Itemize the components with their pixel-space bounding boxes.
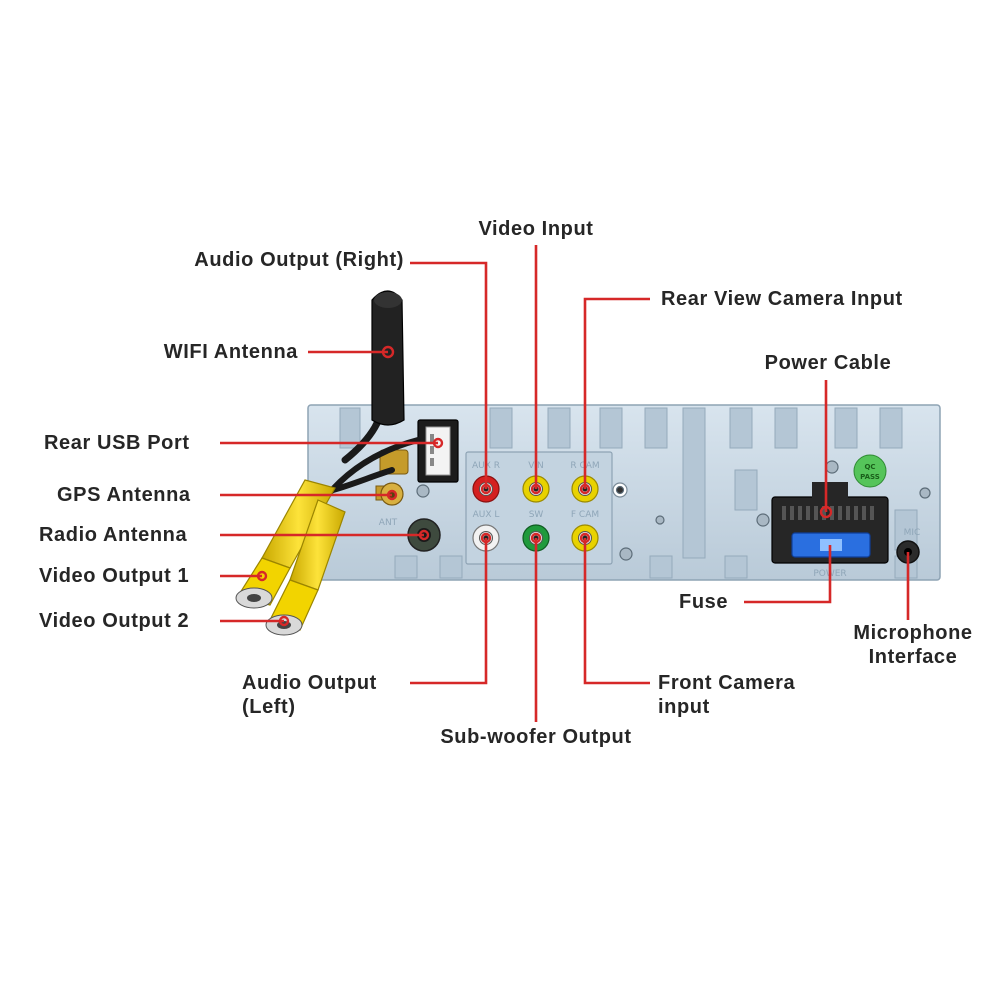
label-audio-output-left-line2: (Left)	[242, 696, 296, 718]
marking-aux-l: AUX L	[473, 510, 500, 520]
leader-endpoints	[256, 345, 833, 627]
label-microphone-line2: Interface	[868, 646, 958, 668]
label-microphone-interface: Microphone Interface	[818, 621, 1001, 669]
leader-fuse	[744, 545, 832, 604]
marking-sw: SW	[529, 510, 544, 520]
label-radio-antenna: Radio Antenna	[39, 524, 188, 546]
label-front-camera-line1: Front Camera	[658, 672, 796, 694]
label-audio-output-left: Audio Output (Left)	[242, 671, 377, 719]
label-fuse: Fuse	[679, 591, 729, 613]
label-front-camera-input: Front Camera input	[658, 671, 795, 719]
marking-mic: MIC	[904, 528, 921, 538]
leader-audio-output-right	[410, 261, 488, 489]
leader-front-camera	[583, 538, 650, 685]
label-video-input: Video Input	[478, 218, 594, 240]
qc-text-line2: PASS	[860, 473, 880, 481]
qc-pass-sticker: QC PASS	[853, 454, 887, 488]
label-rear-usb-port: Rear USB Port	[44, 432, 190, 454]
leader-rear-view-camera	[583, 297, 650, 489]
label-front-camera-line2: input	[658, 696, 710, 718]
leader-lines	[220, 245, 910, 722]
leader-audio-output-left	[410, 538, 488, 685]
marking-ant: ANT	[379, 518, 398, 528]
label-video-output-1: Video Output 1	[39, 565, 190, 587]
label-power-cable: Power Cable	[764, 352, 892, 374]
label-video-output-2: Video Output 2	[39, 610, 190, 632]
label-rear-view-camera-input: Rear View Camera Input	[661, 288, 903, 310]
panel-screws	[416, 460, 931, 561]
label-gps-antenna: GPS Antenna	[57, 484, 191, 506]
marking-fcam: F CAM	[571, 510, 599, 520]
label-wifi-antenna: WIFI Antenna	[163, 341, 298, 363]
label-subwoofer-output: Sub-woofer Output	[440, 726, 632, 748]
qc-text-line1: QC	[864, 463, 875, 471]
usb-port	[417, 419, 459, 483]
label-audio-output-right: Audio Output (Right)	[194, 249, 404, 271]
label-audio-output-left-line1: Audio Output	[242, 672, 377, 694]
label-microphone-line1: Microphone	[853, 622, 973, 644]
